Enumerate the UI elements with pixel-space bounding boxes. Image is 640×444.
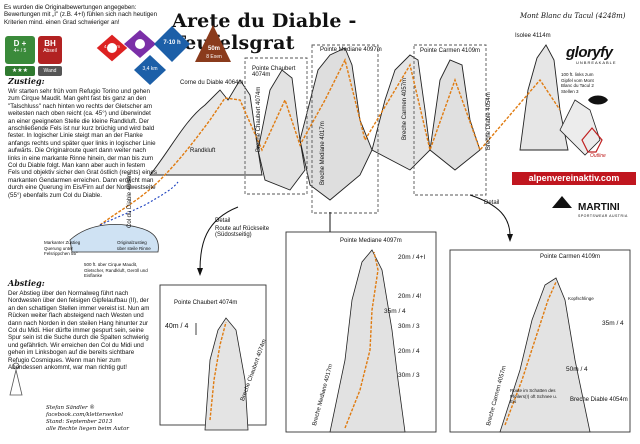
outline-logo: [581, 127, 603, 153]
author-sketch: [9, 362, 23, 396]
route-line: [99, 57, 561, 226]
arrow-carmen: [469, 194, 511, 237]
descent-heading: Abstieg:: [8, 278, 45, 288]
detail-left-label: Detail: [215, 218, 231, 224]
orientation-badge: Wand: [38, 66, 62, 76]
credits-rights: alle Rechte liegen beim Autor: [46, 426, 130, 432]
credits: Stefan Sändler ® facebook.com/klettersen…: [46, 405, 129, 433]
rating-stars-text: ★★★: [11, 68, 29, 74]
difficulty-sub: 4+ / 5: [13, 48, 27, 54]
label-breche-chaubert: Breche Chaubert 4074m: [256, 86, 262, 152]
mediane-grade-6: 30m / 3: [398, 372, 420, 379]
ridge-overview: [69, 44, 601, 253]
martini-logo: MARTINI: [578, 202, 620, 213]
mediane-grade-5: 20m / 4: [398, 348, 420, 355]
carmen-detail-frame: [413, 44, 487, 196]
mediane-title: Pointe Mediane 4097m: [340, 238, 402, 244]
label-isolee: Isolee 4114m: [515, 33, 551, 39]
protection-badge: BH Abseil: [38, 36, 62, 64]
time-label: 7-10 h: [163, 40, 181, 46]
chaubert-detail-frame: [244, 57, 308, 195]
mediane-grade-2: 20m / 4!: [398, 293, 422, 300]
approach-line: [99, 181, 179, 226]
label-breche-carmen: Breche Carmen 4057m: [402, 77, 408, 140]
mediane-grade-1: 20m / 4+I: [398, 254, 426, 261]
carmen-grade-1: 35m / 4: [602, 320, 624, 327]
detail-right-label: Detail: [484, 200, 500, 206]
carmen-title: Pointe Carmen 4109m: [540, 254, 601, 260]
mont-blanc-label: Mont Blanc du Tacul (4248m): [520, 12, 626, 20]
chaubert-title: Pointe Chaubert 4074m: [174, 300, 238, 306]
protection-sub: Abseil: [43, 48, 57, 54]
chaubert-grade: 40m / 4: [165, 323, 189, 330]
compass-diamond: [95, 33, 129, 63]
protection-label: BH: [44, 39, 56, 48]
carmen-bottom-label: Breche Diable 4054m: [570, 397, 628, 403]
outline-wordmark: Outline: [590, 153, 606, 159]
arrow-chaubert: [199, 206, 239, 271]
detail-left-sub: Route auf Rückseite (Südostseitig): [215, 226, 270, 238]
carmen-top-note: Kopfschlinge: [568, 296, 594, 301]
label-original-route: Originalzustieg über steile Rinne: [117, 240, 151, 251]
mediane-detail-frame: [311, 44, 379, 214]
martini-logo-icon: [552, 196, 572, 208]
label-randkluft: Randkluft: [190, 148, 216, 154]
carmen-note: Route im Schatten des Pfeilers(!) oft Sc…: [510, 388, 558, 404]
label-tacul-note: 100 ft. links zum Gipfel vom Mont Blanc …: [561, 72, 594, 94]
gloryfy-logo: gloryfy: [566, 44, 613, 61]
credits-facebook: facebook.com/klettersenkel: [46, 412, 123, 418]
summit-height: 4.300 m: [103, 44, 121, 49]
scale-diamond: [134, 55, 166, 85]
time-diamond: [154, 26, 190, 62]
label-breche-mediane: Breche Mediane 4017m: [320, 121, 326, 185]
intro-note: Es wurden die Originalbewertungen angege…: [4, 4, 158, 26]
scale-label: 3,4 km: [142, 66, 158, 72]
label-approach-note: 500 ft. über Cirque Maudit, Gletscher, R…: [84, 262, 148, 278]
mediane-grade-4: 30m / 3: [398, 323, 420, 330]
orientation-label: Wand: [43, 68, 57, 74]
approach-text: Wir starten sehr früh vom Refugio Torino…: [8, 88, 157, 199]
martini-subtitle: SPORTSWEAR AUSTRIA: [578, 214, 628, 218]
gloryfy-subtitle: UNBREAKABLE: [576, 60, 617, 65]
label-breche-diable: Breche Diable 4054m: [486, 92, 492, 150]
height-triangle: [195, 25, 231, 62]
label-col-diable: Col du Diable 4064m: [127, 171, 133, 228]
alpenverein-banner: alpenvereinaktiv.com: [512, 172, 636, 185]
credits-author: Stefan Sändler ®: [46, 405, 95, 411]
approach-heading: Zustieg:: [8, 76, 45, 86]
label-col-du-diable: Corne du Diable 4064m: [180, 80, 244, 86]
label-pointe-carmen: Pointe Carmen 4109m: [420, 48, 481, 54]
credits-date: Stand: September 2013: [46, 419, 113, 425]
pitch-length: 50m: [207, 46, 220, 52]
carmen-grade-2: 50m / 4: [566, 366, 588, 373]
orientation-diamond: [124, 30, 156, 58]
difficulty-badge: D + 4+ / 5: [5, 36, 35, 64]
label-pointe-chaubert: Pointe Chaubert 4074m: [252, 66, 296, 78]
descent-text: Der Abstieg über den Normalweg führt nac…: [8, 290, 150, 372]
mediane-grade-3: 35m / 4: [384, 308, 406, 315]
rating-stars: ★★★: [5, 66, 35, 76]
glorify-icon: [588, 95, 608, 105]
quickdraw-count: 8 Exen: [206, 54, 222, 60]
label-pointe-mediane: Pointe Mediane 4097m: [320, 47, 382, 53]
difficulty-grade: D +: [13, 39, 27, 48]
label-randkluft-note: Markanter Zustieg Querung unter Felsripp…: [44, 240, 81, 256]
